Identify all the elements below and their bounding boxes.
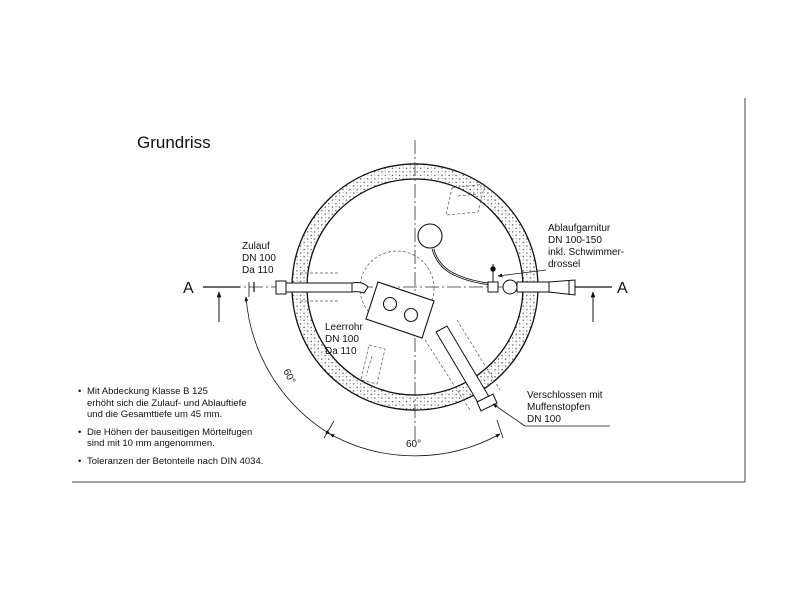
svg-text:inkl. Schwimmer-: inkl. Schwimmer- bbox=[548, 247, 624, 258]
angle-label-left: 60° bbox=[280, 367, 297, 386]
label-empty-pipe: Leerrohr DN 100 Da 110 bbox=[325, 322, 363, 357]
hidden-step-bottom bbox=[360, 344, 386, 385]
plan-title: Grundriss bbox=[137, 133, 211, 152]
svg-text:DN 100: DN 100 bbox=[325, 334, 359, 345]
drain-pipe bbox=[424, 319, 501, 412]
notes-list: Mit Abdeckung Klasse B 125 erhöht sich d… bbox=[78, 386, 338, 473]
svg-text:DN 100: DN 100 bbox=[242, 253, 276, 264]
svg-text:Da 110: Da 110 bbox=[325, 346, 357, 357]
svg-text:DN 100-150: DN 100-150 bbox=[548, 235, 602, 246]
svg-text:A: A bbox=[183, 280, 194, 297]
svg-text:drossel: drossel bbox=[548, 259, 580, 270]
angle-label-bottom: 60° bbox=[406, 439, 421, 450]
svg-text:Verschlossen mit: Verschlossen mit bbox=[527, 390, 603, 401]
svg-text:Leerrohr: Leerrohr bbox=[325, 322, 363, 333]
label-closed-pipe: Verschlossen mit Muffenstopfen DN 100 bbox=[492, 390, 610, 427]
note-cover-class: Mit Abdeckung Klasse B 125 erhöht sich d… bbox=[78, 386, 338, 421]
svg-text:Ablaufgarnitur: Ablaufgarnitur bbox=[548, 223, 611, 234]
section-marker-right: A bbox=[575, 280, 628, 322]
section-marker-left: A bbox=[183, 280, 240, 322]
svg-text:Da 110: Da 110 bbox=[242, 265, 274, 276]
note-mortar-joints: Die Höhen der bauseitigen Mörtelfugen si… bbox=[78, 427, 338, 450]
outlet-fitting bbox=[487, 264, 576, 296]
svg-text:Zulauf: Zulauf bbox=[242, 241, 270, 252]
note-tolerances: Toleranzen der Betonteile nach DIN 4034. bbox=[78, 456, 338, 468]
hidden-step-top bbox=[445, 183, 486, 216]
angle-dimension-bottom bbox=[329, 419, 504, 457]
svg-text:DN 100: DN 100 bbox=[527, 414, 561, 425]
float-valve-box bbox=[365, 281, 435, 339]
svg-text:A: A bbox=[617, 280, 628, 297]
svg-text:Muffenstopfen: Muffenstopfen bbox=[527, 402, 590, 413]
float-ball-assembly bbox=[417, 223, 491, 286]
label-inlet: Zulauf DN 100 Da 110 bbox=[242, 241, 276, 276]
label-outlet: Ablaufgarnitur DN 100-150 inkl. Schwimme… bbox=[497, 223, 624, 278]
